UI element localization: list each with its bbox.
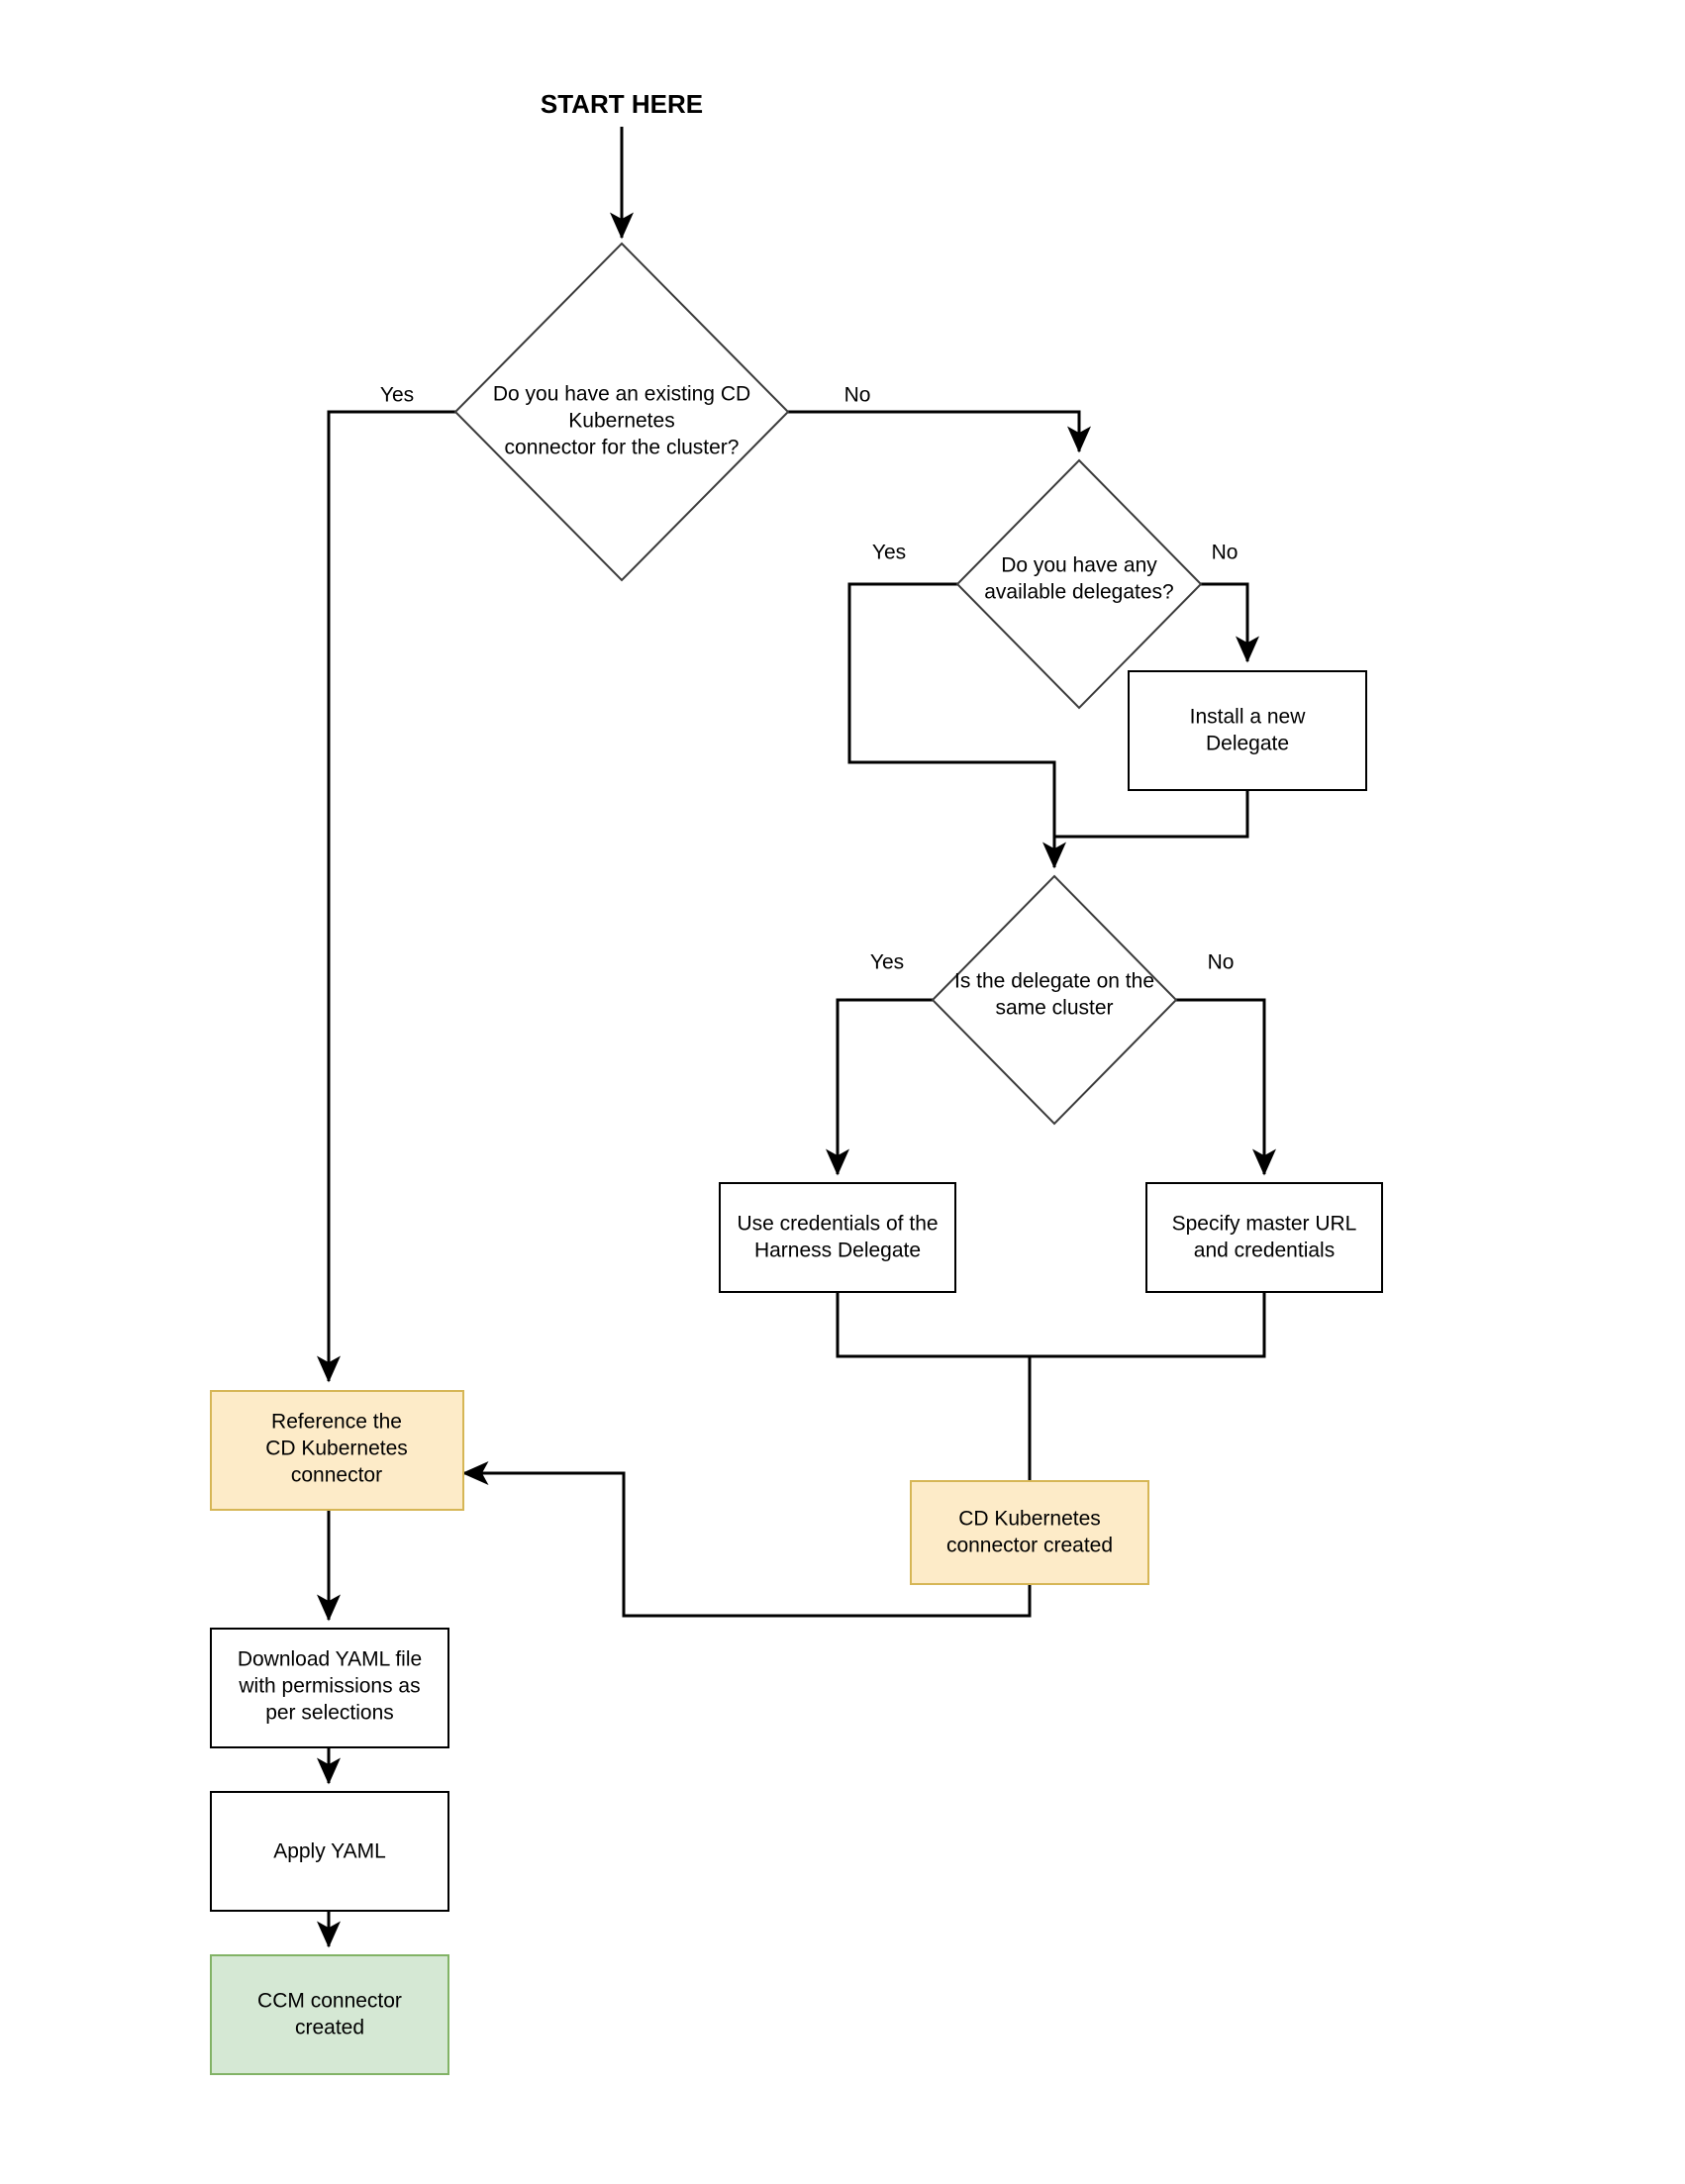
edge-decision1-no-to-decision2 [788,410,1091,453]
node-reference-cd-connector-line-2: CD Kubernetes [265,1438,408,1460]
edge-label-decision1-no: No [844,384,871,407]
node-download-yaml-line-2: with permissions as [238,1675,420,1698]
node-cd-connector-created-shape[interactable] [910,1480,1149,1585]
node-use-delegate-credentials-shape[interactable] [719,1182,956,1293]
edge-install-delegate-to-decision3 [1054,790,1249,839]
node-download-yaml-line-1: Download YAML file [238,1648,422,1671]
node-specify-master-url-line-1: Specify master URL [1172,1213,1357,1236]
edge-decision3-no-to-specify-master-url [1176,998,1276,1176]
node-download-yaml[interactable]: Download YAML file with permissions as p… [210,1628,449,1748]
start-here-label: START HERE [541,89,703,119]
node-specify-master-url-line-2: and credentials [1194,1240,1335,1262]
node-use-delegate-credentials-line-2: Harness Delegate [754,1240,921,1262]
node-install-new-delegate-shape[interactable] [1128,670,1367,791]
node-download-yaml-line-3: per selections [265,1702,394,1725]
decision-delegate-same-cluster-shape[interactable] [931,874,1178,1126]
decision-available-delegates-shape[interactable] [955,458,1203,710]
edge-label-decision1-yes: Yes [380,384,414,407]
node-install-new-delegate-line-1: Install a new [1190,706,1307,729]
edge-label-decision3-yes: Yes [870,951,904,974]
node-ccm-connector-created[interactable]: CCM connector created [210,1954,449,2075]
node-use-delegate-credentials-line-1: Use credentials of the [737,1213,938,1236]
decision-available-delegates-line-1: Do you have any [1001,554,1157,577]
node-ccm-connector-created-line-1: CCM connector [257,1990,402,2013]
node-cd-connector-created-line-2: connector created [946,1535,1113,1557]
node-cd-connector-created-line-1: CD Kubernetes [958,1508,1101,1531]
edge-label-decision2-no: No [1212,542,1239,564]
decision-existing-cd-connector-line-1: Do you have an existing CD [493,383,750,406]
node-use-delegate-credentials[interactable]: Use credentials of the Harness Delegate [719,1182,956,1293]
node-reference-cd-connector-line-3: connector [291,1464,382,1487]
node-reference-cd-connector-shape[interactable] [210,1390,464,1511]
edge-decision1-yes-to-reference-connector [317,410,455,1383]
edge-decision3-yes-to-use-credentials [826,998,933,1176]
node-apply-yaml-shape[interactable] [210,1791,449,1912]
node-specify-master-url[interactable]: Specify master URL and credentials [1145,1182,1383,1293]
decision-available-delegates-line-2: available delegates? [984,581,1173,604]
node-install-new-delegate[interactable]: Install a new Delegate [1128,670,1367,791]
node-install-new-delegate-line-2: Delegate [1206,733,1289,755]
node-apply-yaml-line-1: Apply YAML [273,1840,386,1863]
edge-specify-master-url-to-merge [1030,1292,1266,1358]
decision-available-delegates[interactable]: Do you have any available delegates? [955,458,1203,710]
decision-delegate-same-cluster-line-1: Is the delegate on the [954,970,1154,993]
node-download-yaml-shape[interactable] [210,1628,449,1748]
node-ccm-connector-created-line-2: created [295,2017,364,2039]
node-cd-connector-created[interactable]: CD Kubernetes connector created [910,1480,1149,1585]
decision-delegate-same-cluster[interactable]: Is the delegate on the same cluster [931,874,1178,1126]
node-reference-cd-connector[interactable]: Reference the CD Kubernetes connector [210,1390,464,1511]
edge-decision2-yes-to-decision3 [847,582,1066,869]
edge-label-decision3-no: No [1208,951,1235,974]
edge-label-decision2-yes: Yes [872,542,906,564]
decision-delegate-same-cluster-line-2: same cluster [995,997,1113,1020]
node-apply-yaml[interactable]: Apply YAML [210,1791,449,1912]
decision-existing-cd-connector[interactable]: Do you have an existing CD Kubernetes co… [453,242,790,582]
node-reference-cd-connector-line-1: Reference the [271,1411,402,1434]
edge-cd-connector-created-to-reference-connector [461,1461,1032,1618]
node-ccm-connector-created-shape[interactable] [210,1954,449,2075]
edge-decision2-no-to-install-delegate [1201,582,1259,663]
edge-use-credentials-to-merge [836,1292,1030,1358]
decision-existing-cd-connector-shape[interactable] [453,242,790,582]
decision-existing-cd-connector-line-3: connector for the cluster? [505,437,740,459]
node-specify-master-url-shape[interactable] [1145,1182,1383,1293]
decision-existing-cd-connector-line-2: Kubernetes [568,410,674,433]
